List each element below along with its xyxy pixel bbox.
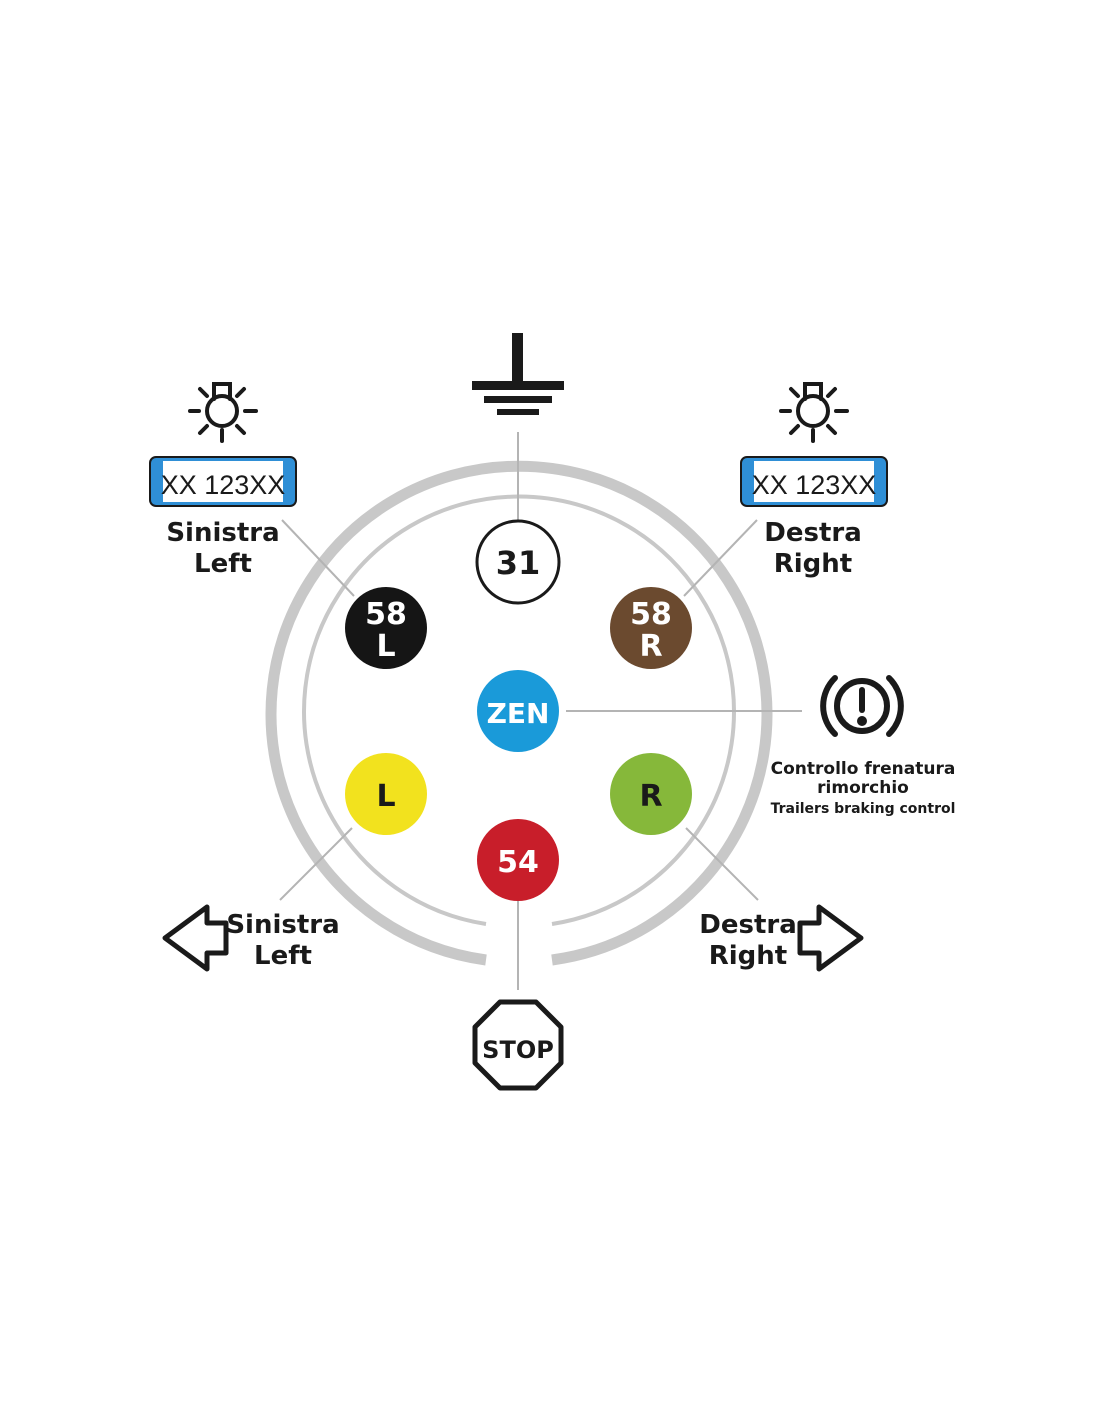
pin-54-label: 54 [497, 845, 539, 880]
pin-L: L [345, 753, 427, 835]
pin-58R-number: 58 [630, 597, 672, 632]
label-top-right-it: Destra [764, 518, 862, 548]
pin-L-label: L [376, 779, 395, 814]
label-bottom-right-en: Right [709, 941, 787, 971]
label-brake-it-2: rimorchio [817, 778, 909, 798]
license-plate-right: XX 123XX [740, 456, 888, 507]
leader-L [279, 827, 353, 901]
light-bulb-icon-right [779, 382, 849, 443]
leader-lines [279, 432, 802, 990]
pin-31-label: 31 [496, 544, 541, 582]
pin-58L: 58 L [345, 587, 427, 669]
license-plate-right-text: XX 123XX [752, 470, 877, 500]
pin-zen-label: ZEN [487, 697, 550, 730]
label-bottom-left-it: Sinistra [226, 910, 339, 940]
leader-R [685, 827, 759, 901]
leader-58L [281, 519, 355, 597]
arrow-right-icon [797, 904, 864, 972]
label-bottom-right-it: Destra [699, 910, 797, 940]
pin-58R: 58 R [610, 587, 692, 669]
license-plate-left-text: XX 123XX [161, 470, 286, 500]
stop-sign-icon: STOP [472, 999, 564, 1091]
pin-58L-letter: L [376, 629, 395, 664]
light-bulb-icon-left [188, 382, 258, 443]
label-bottom-left-en: Left [254, 941, 312, 971]
label-top-right-en: Right [774, 549, 852, 579]
label-top-left-en: Left [194, 549, 252, 579]
pin-zen: ZEN [477, 670, 559, 752]
pin-31: 31 [475, 519, 561, 605]
leader-58R [683, 519, 758, 597]
license-plate-left: XX 123XX [149, 456, 297, 507]
pin-58L-number: 58 [365, 597, 407, 632]
label-brake-en: Trailers braking control [771, 801, 956, 817]
pin-54: 54 [477, 819, 559, 901]
arrow-left-icon [162, 904, 229, 972]
ground-icon [472, 333, 564, 415]
brake-warning-icon [820, 675, 904, 737]
pin-58R-letter: R [639, 629, 662, 664]
pin-R: R [610, 753, 692, 835]
label-brake-it-1: Controllo frenatura [771, 759, 956, 779]
pin-R-label: R [639, 779, 662, 814]
stop-sign-text: STOP [482, 1036, 554, 1064]
label-top-left-it: Sinistra [166, 518, 279, 548]
